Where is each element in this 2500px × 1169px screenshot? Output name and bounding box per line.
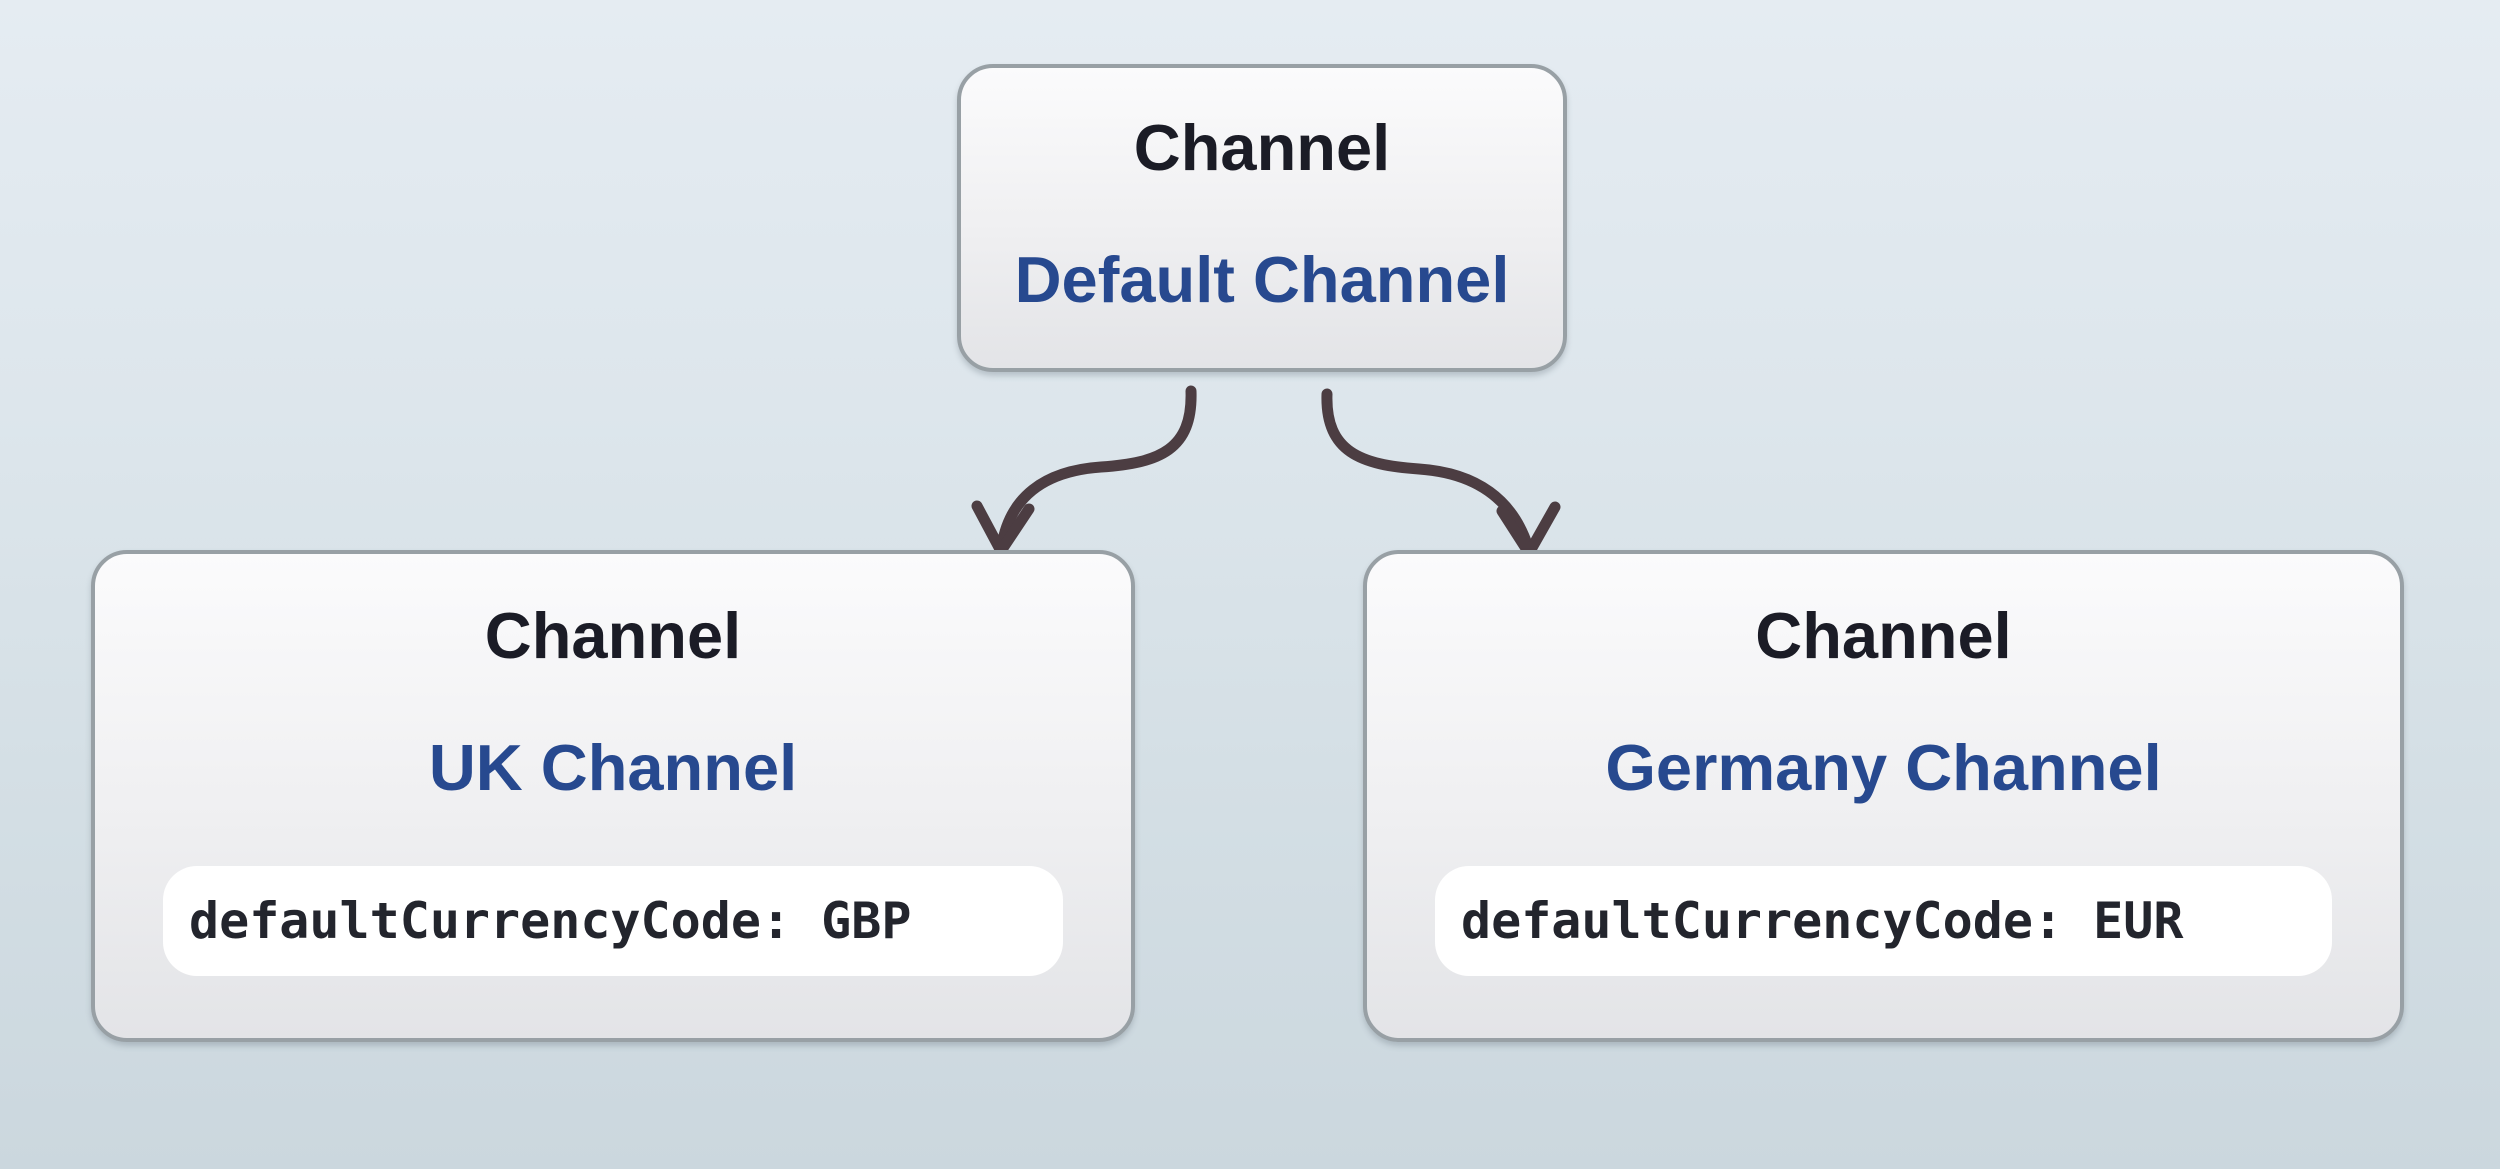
- node-title: Default Channel: [1014, 243, 1510, 316]
- node-germany-channel: Channel Germany Channel defaultCurrencyC…: [1363, 550, 2404, 1042]
- currency-code-value: defaultCurrencyCode: EUR: [1461, 892, 2184, 950]
- node-title: UK Channel: [428, 731, 798, 804]
- node-uk-channel: Channel UK Channel defaultCurrencyCode: …: [91, 550, 1135, 1042]
- node-type-label: Channel: [1755, 599, 2012, 672]
- edge-arrow-right: [1321, 388, 1561, 559]
- edge-arrow-left: [971, 385, 1197, 557]
- node-type-label: Channel: [484, 599, 742, 672]
- node-default-channel: Channel Default Channel: [957, 64, 1567, 372]
- node-type-label: Channel: [1133, 111, 1391, 184]
- node-title: Germany Channel: [1605, 731, 2162, 804]
- currency-code-pill: defaultCurrencyCode: EUR: [1435, 866, 2332, 976]
- currency-code-pill: defaultCurrencyCode: GBP: [163, 866, 1063, 976]
- currency-code-value: defaultCurrencyCode: GBP: [189, 892, 912, 950]
